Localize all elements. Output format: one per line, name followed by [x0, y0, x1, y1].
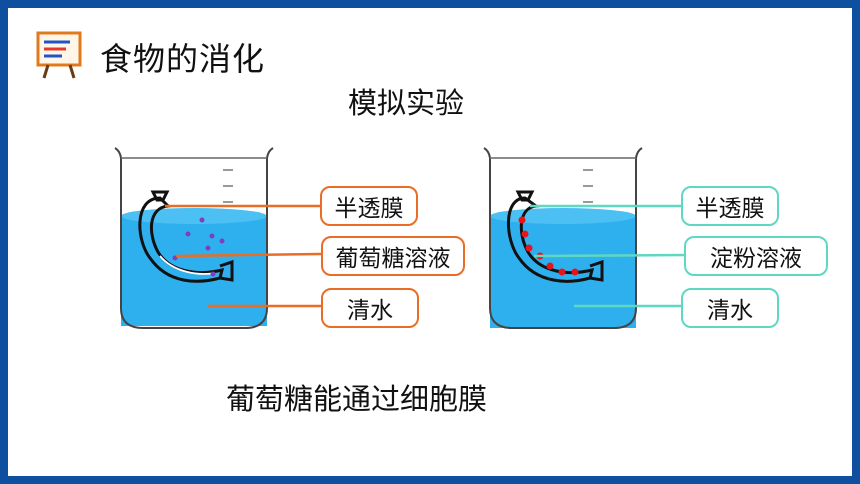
- page-title: 食物的消化: [100, 40, 266, 78]
- left-beaker: [114, 147, 322, 329]
- right-label-starch-solution: 淀粉溶液: [684, 236, 828, 276]
- glucose-dots: [172, 217, 225, 277]
- left-label-membrane: 半透膜: [320, 186, 418, 226]
- slide: 食物的消化 模拟实验: [8, 8, 852, 476]
- right-beaker: [483, 147, 685, 329]
- left-label-water: 清水: [321, 288, 419, 328]
- right-label-water: 清水: [681, 288, 779, 328]
- beaker-illustration: [114, 147, 685, 329]
- experiment-subtitle: 模拟实验: [348, 86, 465, 120]
- left-label-glucose-solution: 葡萄糖溶液: [321, 236, 465, 276]
- starch-dots: [518, 216, 579, 276]
- right-label-membrane: 半透膜: [681, 186, 779, 226]
- conclusion-caption: 葡萄糖能通过细胞膜: [226, 382, 488, 416]
- presentation-board-icon: [36, 31, 82, 79]
